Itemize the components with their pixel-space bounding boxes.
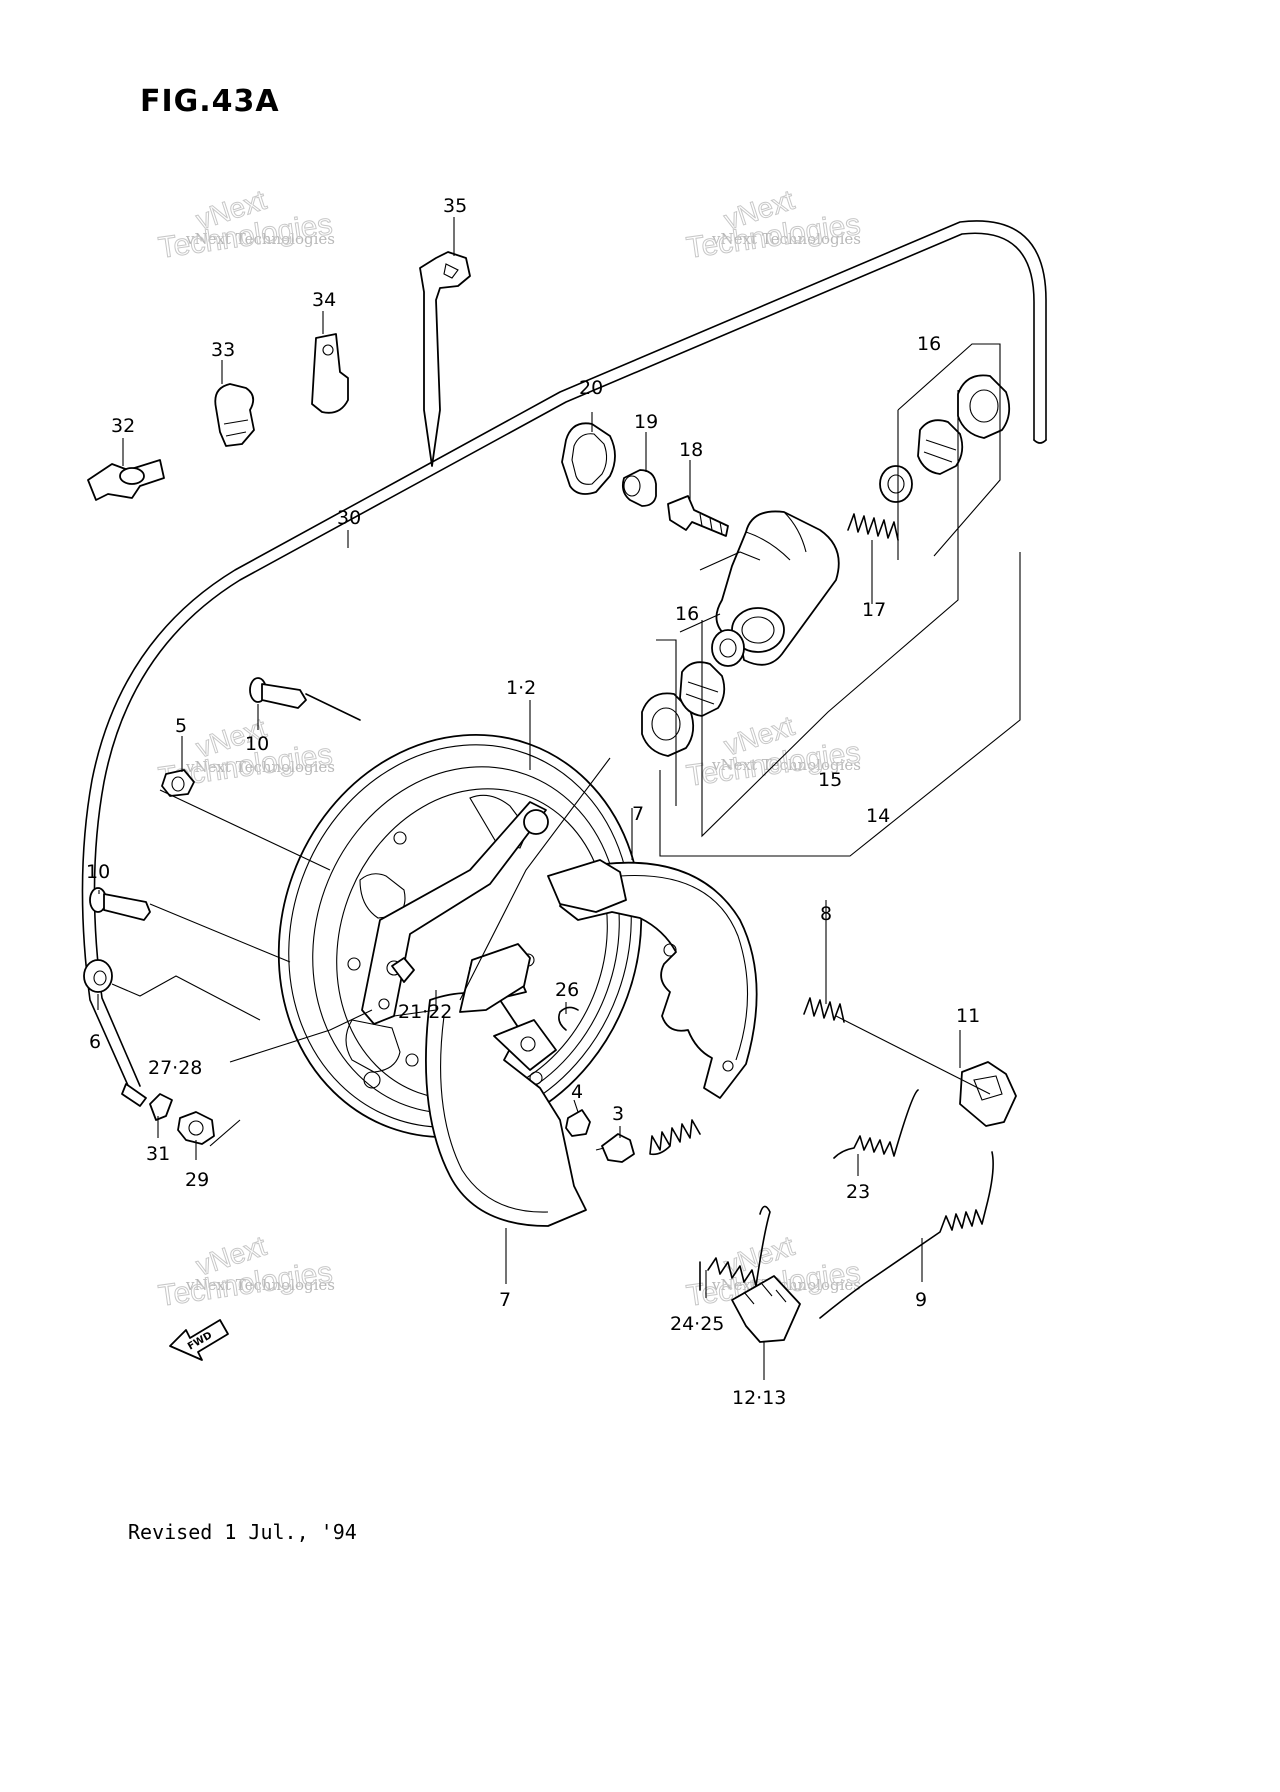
return-spring-lower bbox=[649, 1119, 701, 1156]
callout-7-top: 7 bbox=[632, 803, 644, 825]
spring-23 bbox=[833, 1089, 919, 1159]
svg-text:vNext Technologies: vNext Technologies bbox=[185, 230, 335, 248]
callout-27-28: 27·28 bbox=[148, 1057, 202, 1079]
hold-down-pin-10-top bbox=[249, 677, 361, 721]
gasket-20 bbox=[561, 422, 616, 495]
brake-shoe-7-upper bbox=[547, 859, 758, 1099]
callout-6: 6 bbox=[89, 1031, 101, 1053]
callout-14: 14 bbox=[866, 805, 890, 827]
spring-9 bbox=[819, 1151, 994, 1319]
leader-lines bbox=[97, 217, 991, 1380]
callout-labels: 35 34 33 32 30 20 19 18 16 17 16 15 14 1… bbox=[86, 195, 980, 1409]
callout-35: 35 bbox=[443, 195, 467, 217]
kit-bracket-lines bbox=[656, 343, 1021, 857]
callout-15: 15 bbox=[818, 769, 842, 791]
piston-16-upper bbox=[917, 419, 964, 475]
callout-24-25: 24·25 bbox=[670, 1313, 724, 1335]
svg-text:vNext Technologies: vNext Technologies bbox=[711, 756, 861, 774]
callout-16-top: 16 bbox=[917, 333, 941, 355]
figure-title: FIG.43A bbox=[140, 84, 280, 119]
callout-3: 3 bbox=[612, 1103, 624, 1125]
callout-4: 4 bbox=[571, 1081, 583, 1103]
svg-text:vNext Technologies: vNext Technologies bbox=[711, 230, 861, 248]
bolt-3 bbox=[595, 1133, 635, 1163]
spring-17 bbox=[847, 513, 899, 541]
callout-11: 11 bbox=[956, 1005, 980, 1027]
callout-21-22: 21·22 bbox=[398, 1001, 452, 1023]
grommet-6 bbox=[83, 959, 113, 993]
watermark-bottom-left: vNext Technologies vNext Technologies bbox=[156, 1230, 335, 1314]
hold-down-pin-10-left bbox=[89, 887, 151, 921]
watermark-top-left: vNext Technologies vNext Technologies bbox=[156, 184, 335, 266]
svg-text:vNext Technologies: vNext Technologies bbox=[185, 758, 335, 776]
clip-12-13 bbox=[731, 1275, 801, 1343]
callout-9: 9 bbox=[915, 1289, 927, 1311]
spring-24-25 bbox=[699, 1205, 771, 1291]
callout-5: 5 bbox=[175, 715, 187, 737]
boot-16-lower bbox=[641, 692, 695, 757]
retainer-11 bbox=[959, 1061, 1017, 1127]
callout-7-bottom: 7 bbox=[499, 1289, 511, 1311]
hose-clip-33 bbox=[214, 383, 255, 447]
cable-tie-35 bbox=[419, 251, 471, 467]
callout-10-top: 10 bbox=[245, 733, 269, 755]
front-direction-arrow: FWD bbox=[169, 1319, 229, 1361]
callout-1-2: 1·2 bbox=[506, 677, 536, 699]
callout-34: 34 bbox=[312, 289, 336, 311]
bleeder-screw-18 bbox=[667, 495, 729, 537]
callout-10-left: 10 bbox=[86, 861, 110, 883]
hose-clip-32 bbox=[87, 459, 165, 501]
cup-16-lower bbox=[711, 629, 745, 667]
callout-33: 33 bbox=[211, 339, 235, 361]
strut bbox=[459, 943, 531, 1013]
clip-31 bbox=[149, 1093, 173, 1121]
svg-text:vNext Technologies: vNext Technologies bbox=[185, 1276, 335, 1294]
cup-16-upper bbox=[879, 465, 913, 503]
callout-17: 17 bbox=[862, 599, 886, 621]
callout-16-mid: 16 bbox=[675, 603, 699, 625]
callout-20: 20 bbox=[579, 377, 603, 399]
bracket-34 bbox=[311, 333, 349, 414]
callout-18: 18 bbox=[679, 439, 703, 461]
parking-lever-21-22 bbox=[361, 801, 549, 1025]
watermark-top-right: vNext Technologies vNext Technologies bbox=[684, 184, 863, 266]
nut-4 bbox=[565, 1109, 591, 1137]
callout-29: 29 bbox=[185, 1169, 209, 1191]
union-bolt-29 bbox=[177, 1111, 215, 1145]
spring-8 bbox=[803, 997, 845, 1023]
e-ring-26 bbox=[558, 1006, 579, 1031]
callout-8: 8 bbox=[820, 903, 832, 925]
boot-16-upper bbox=[957, 374, 1011, 439]
bolt-5 bbox=[161, 769, 195, 797]
bleeder-cap-19 bbox=[621, 469, 657, 507]
callout-31: 31 bbox=[146, 1143, 170, 1165]
callout-23: 23 bbox=[846, 1181, 870, 1203]
bolt-27-28 bbox=[391, 957, 415, 983]
callout-26: 26 bbox=[555, 979, 579, 1001]
svg-text:vNext Technologies: vNext Technologies bbox=[711, 1276, 861, 1294]
revision-note: Revised 1 Jul., '94 bbox=[128, 1520, 357, 1544]
callout-12-13: 12·13 bbox=[732, 1387, 786, 1409]
callout-32: 32 bbox=[111, 415, 135, 437]
callout-30: 30 bbox=[337, 507, 361, 529]
callout-19: 19 bbox=[634, 411, 658, 433]
